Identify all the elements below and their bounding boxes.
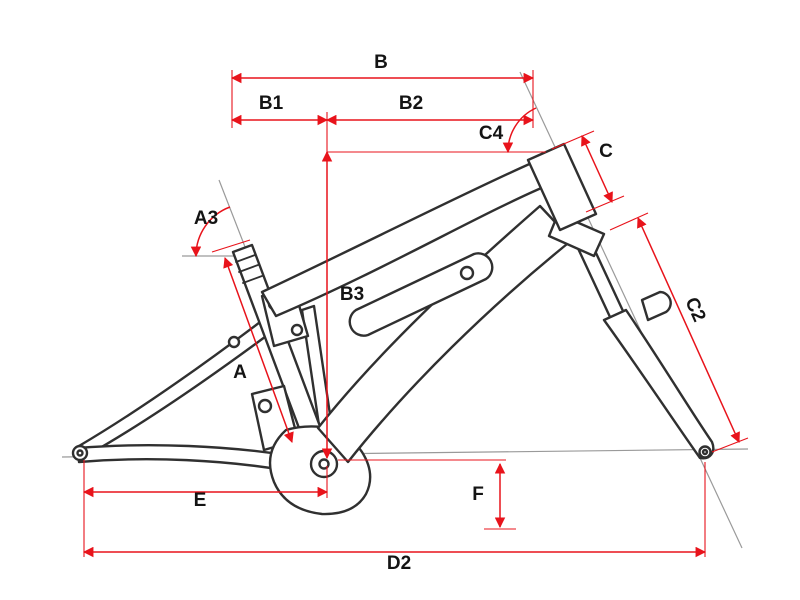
label-c: C: [599, 141, 613, 162]
dimension-lines: [82, 70, 749, 558]
extension-line: [711, 437, 749, 453]
dimension-labels: B B1 B2 C4 C A3 B3 A C2 E F D2: [194, 52, 710, 574]
angle-arc-c4: [502, 107, 537, 154]
steering-axis-line: [519, 71, 743, 549]
seatstay-pivot: [227, 335, 241, 349]
rocker-pivot: [290, 323, 304, 337]
head-tube: [526, 142, 598, 232]
front-axle: [701, 448, 709, 456]
angle-arc-a3: [190, 206, 231, 258]
label-b3: B3: [340, 284, 364, 305]
label-c4: C4: [479, 123, 504, 144]
extension-line: [585, 195, 625, 213]
extension-line: [609, 212, 649, 231]
bottom-bracket-spindle: [318, 458, 330, 470]
label-e: E: [194, 490, 207, 511]
extension-line: [551, 130, 595, 150]
lower-link-pivot: [257, 398, 273, 414]
label-b: B: [374, 52, 388, 73]
label-b2: B2: [399, 93, 423, 114]
seatstay: [77, 314, 279, 458]
brake-mount: [640, 290, 672, 322]
label-b1: B1: [259, 93, 284, 114]
dimension-c-line: [581, 135, 613, 203]
bike-frame-drawing: [71, 142, 715, 516]
label-d2: D2: [387, 553, 411, 574]
rear-axle: [76, 449, 84, 457]
dimension-c2-line: [637, 217, 740, 443]
extension-line: [211, 239, 251, 253]
dimension-a-line: [223, 257, 294, 443]
battery-cover: [348, 252, 494, 337]
frame-bolt: [459, 265, 475, 281]
label-a: A: [233, 362, 247, 383]
label-a3: A3: [194, 208, 218, 229]
chainstay: [76, 443, 294, 473]
fork-lower-leg: [602, 308, 715, 460]
label-f: F: [472, 484, 484, 505]
